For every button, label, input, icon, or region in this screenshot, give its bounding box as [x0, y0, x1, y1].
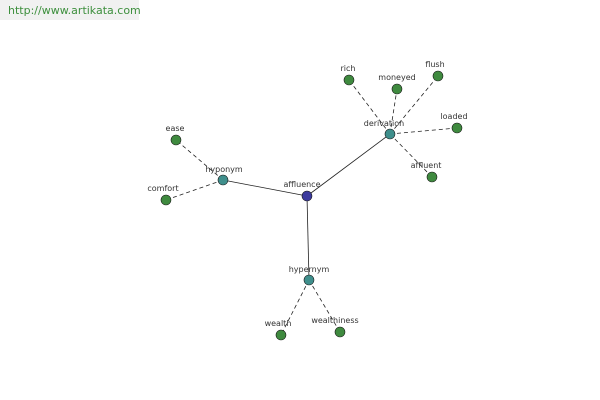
leaf-label-loaded: loaded — [440, 112, 467, 121]
edge-affluence-derivation — [306, 133, 391, 197]
center-node-affluence[interactable] — [301, 190, 313, 202]
relation-node-hyponym[interactable] — [217, 174, 229, 186]
leaf-node-wealthiness[interactable] — [334, 326, 346, 338]
relation-label-hypernym: hypernym — [289, 265, 330, 274]
leaf-node-comfort[interactable] — [160, 194, 172, 206]
relation-node-hypernym[interactable] — [303, 274, 315, 286]
leaf-label-rich: rich — [341, 64, 356, 73]
edge-derivation-affluent — [389, 133, 433, 178]
leaf-label-ease: ease — [166, 124, 185, 133]
leaf-label-affluent: affluent — [411, 161, 442, 170]
leaf-node-loaded[interactable] — [451, 122, 463, 134]
leaf-node-moneyed[interactable] — [391, 83, 403, 95]
leaf-node-rich[interactable] — [343, 74, 355, 86]
leaf-label-wealthiness: wealthiness — [311, 316, 358, 325]
leaf-label-wealth: wealth — [265, 319, 292, 328]
leaf-label-comfort: comfort — [147, 184, 178, 193]
leaf-node-flush[interactable] — [432, 70, 444, 82]
relation-node-derivation[interactable] — [384, 128, 396, 140]
source-link[interactable]: http://www.artikata.com — [0, 0, 141, 20]
edge-derivation-loaded — [389, 127, 458, 135]
leaf-label-moneyed: moneyed — [378, 73, 415, 82]
edge-hyponym-ease — [175, 139, 224, 181]
edge-derivation-flush — [389, 75, 439, 135]
edge-affluence-hypernym — [306, 195, 310, 281]
center-label-affluence: affluence — [283, 180, 320, 189]
edge-derivation-moneyed — [389, 88, 398, 135]
leaf-node-wealth[interactable] — [275, 329, 287, 341]
leaf-label-flush: flush — [425, 60, 444, 69]
relation-label-derivation: derivation — [364, 119, 404, 128]
leaf-node-ease[interactable] — [170, 134, 182, 146]
edge-hyponym-comfort — [165, 179, 224, 201]
edge-affluence-hyponym — [222, 179, 308, 197]
edge-hypernym-wealthiness — [308, 279, 341, 333]
edge-hypernym-wealth — [280, 279, 310, 336]
edge-derivation-rich — [348, 79, 391, 135]
relation-label-hyponym: hyponym — [205, 165, 243, 174]
leaf-node-affluent[interactable] — [426, 171, 438, 183]
